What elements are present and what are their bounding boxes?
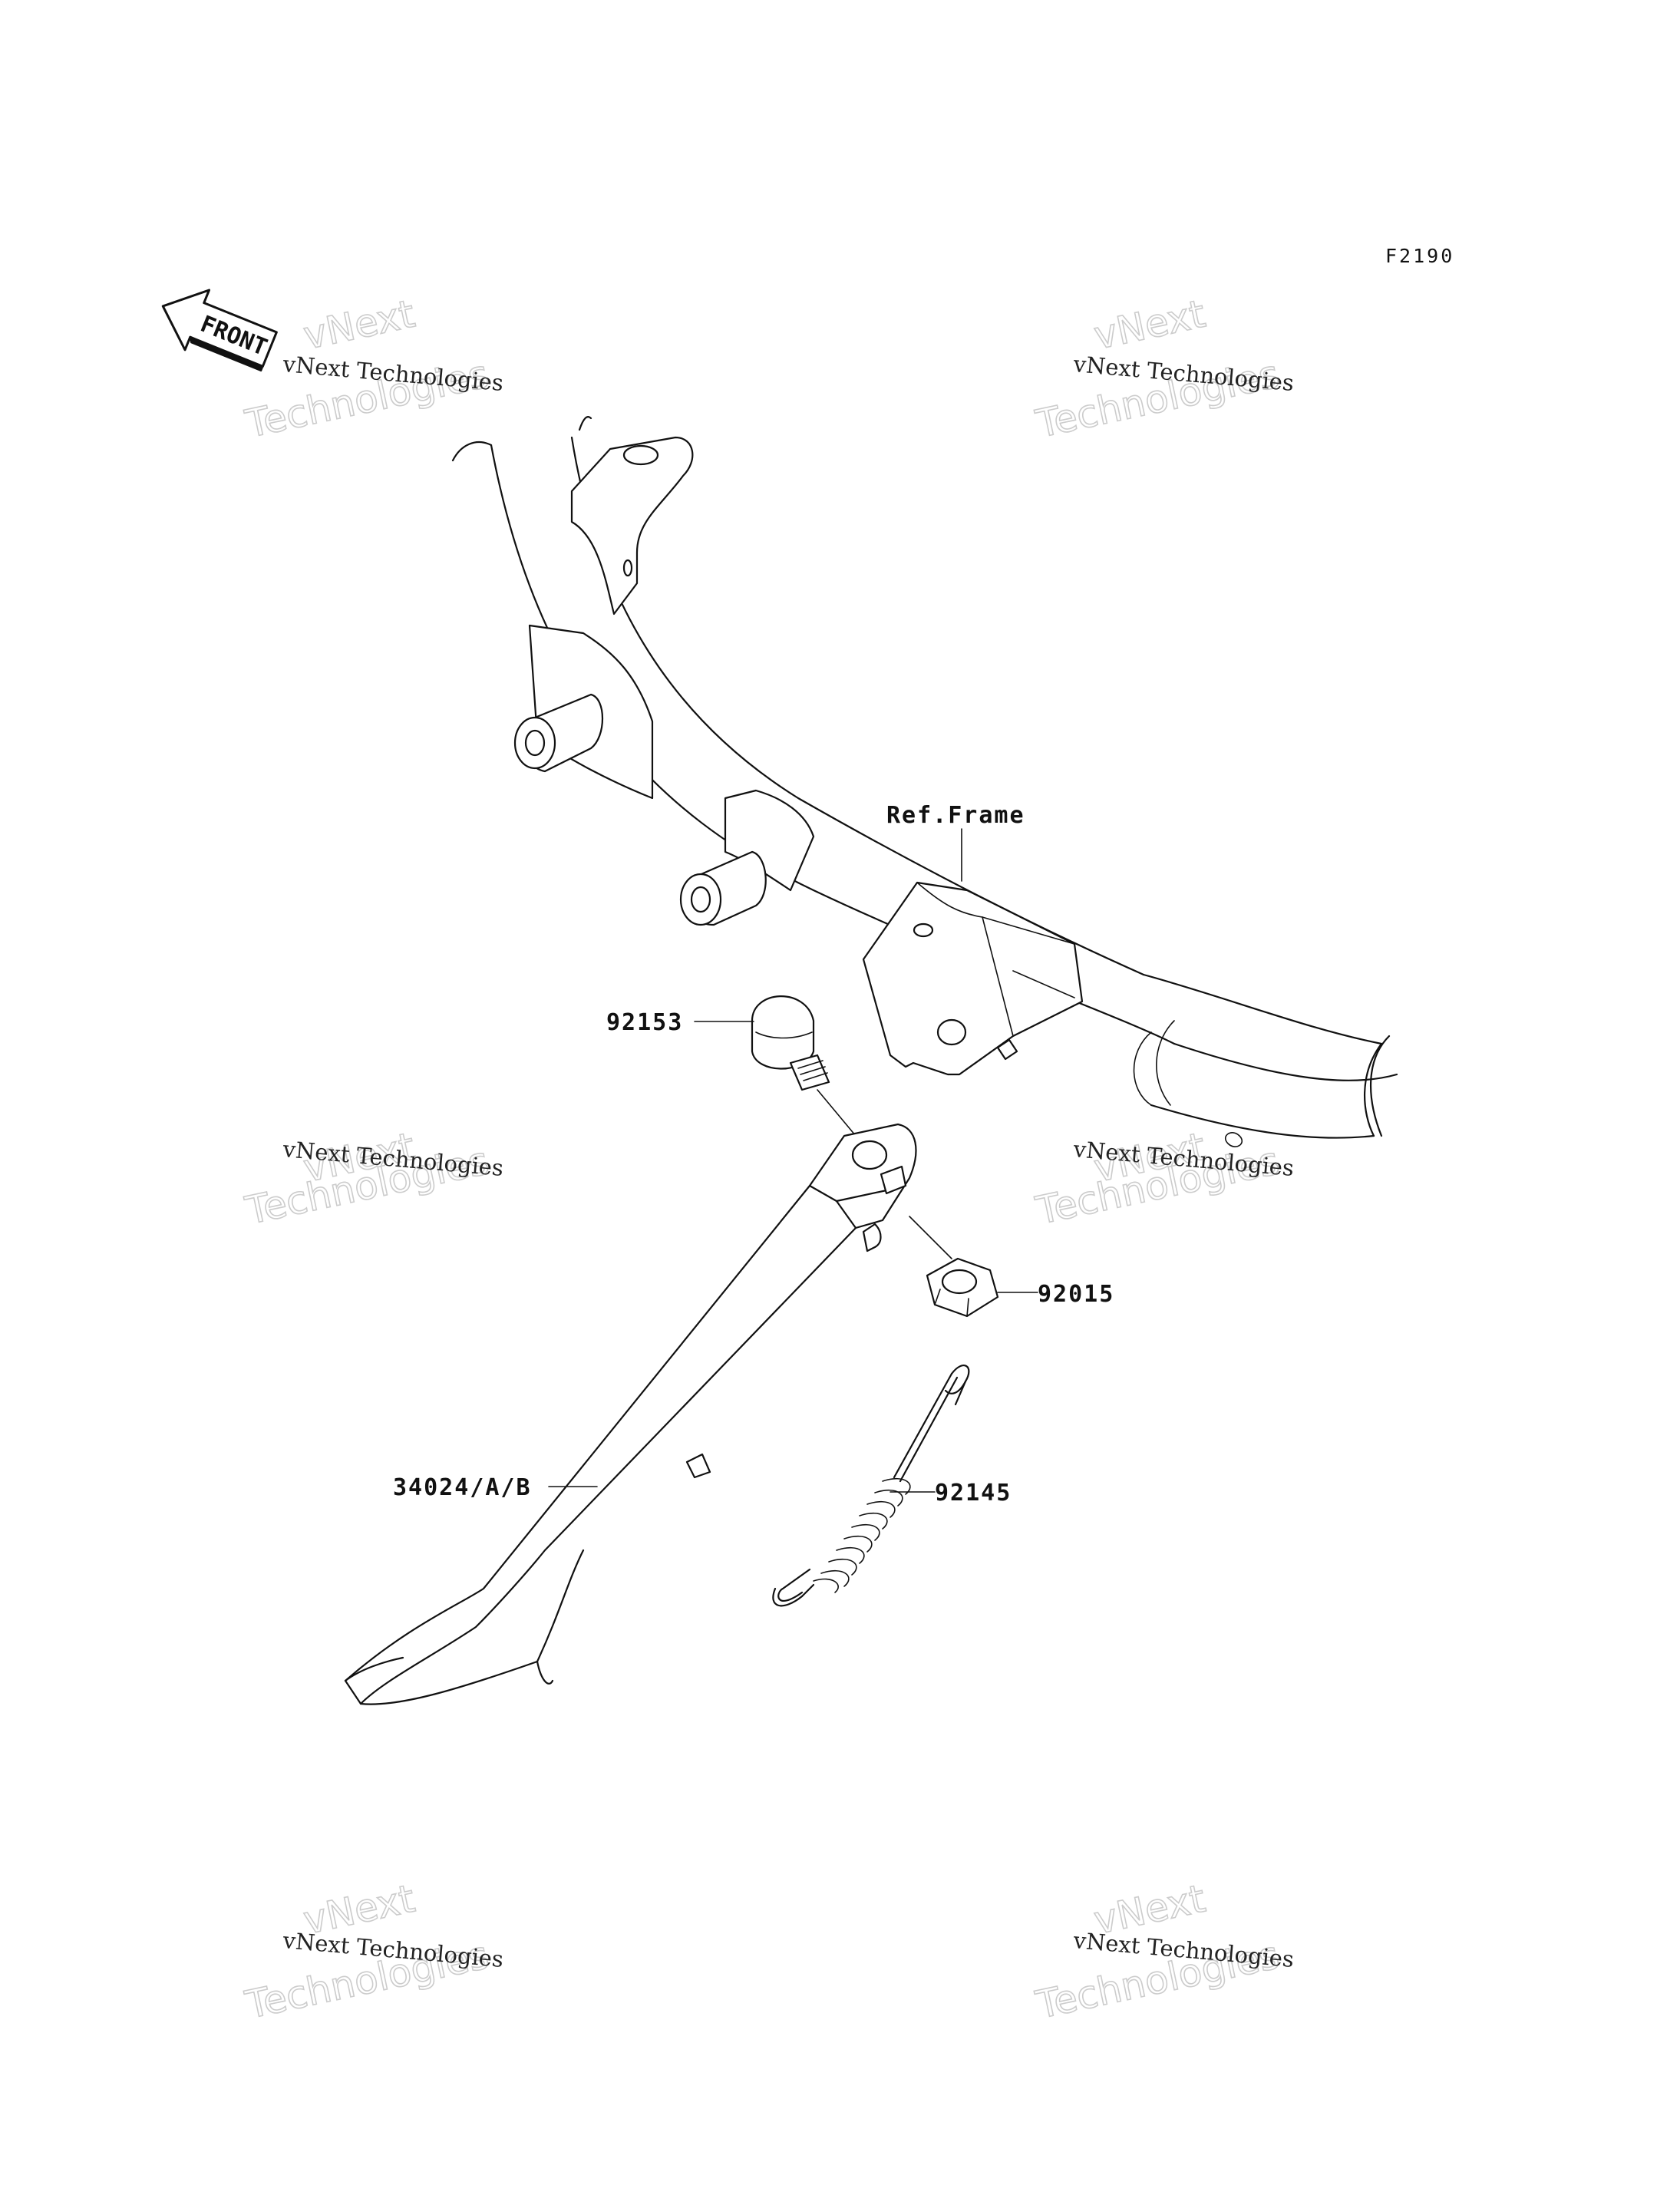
nut-92015 (926, 1257, 999, 1318)
watermark-big-1: vNext (299, 292, 418, 358)
ref-frame-label: Ref.Frame (886, 802, 1025, 829)
watermark-bottom-left: vNext Technologies vNext Technologies (241, 1876, 505, 2028)
callout-92145: 92145 (935, 1480, 1012, 1507)
frame-drawing (451, 416, 1398, 1147)
watermark-mid-left: vNext Technologies vNext Technologies (241, 1124, 505, 1234)
watermark-big-1: vNext (1090, 292, 1209, 358)
figure-code: F2190 (1385, 245, 1454, 267)
side-stand-34024 (344, 1123, 917, 1705)
spring-92145 (772, 1365, 970, 1607)
callout-92015: 92015 (1038, 1281, 1114, 1308)
watermark-bottom-right: vNext Technologies vNext Technologies (1031, 1876, 1295, 2028)
callout-34024-a-b: 34024/A/B (393, 1474, 532, 1501)
front-arrow-icon: FRONT (161, 289, 278, 372)
bolt-92153 (751, 995, 830, 1091)
spring-coils (813, 1477, 911, 1593)
watermark-mid-right: vNext Technologies vNext Technologies (1031, 1124, 1295, 1234)
callout-92153: 92153 (606, 1009, 683, 1036)
watermark-top-left: vNext Technologies vNext Technologies (241, 291, 505, 447)
watermark-top-right: vNext Technologies vNext Technologies (1031, 291, 1295, 447)
